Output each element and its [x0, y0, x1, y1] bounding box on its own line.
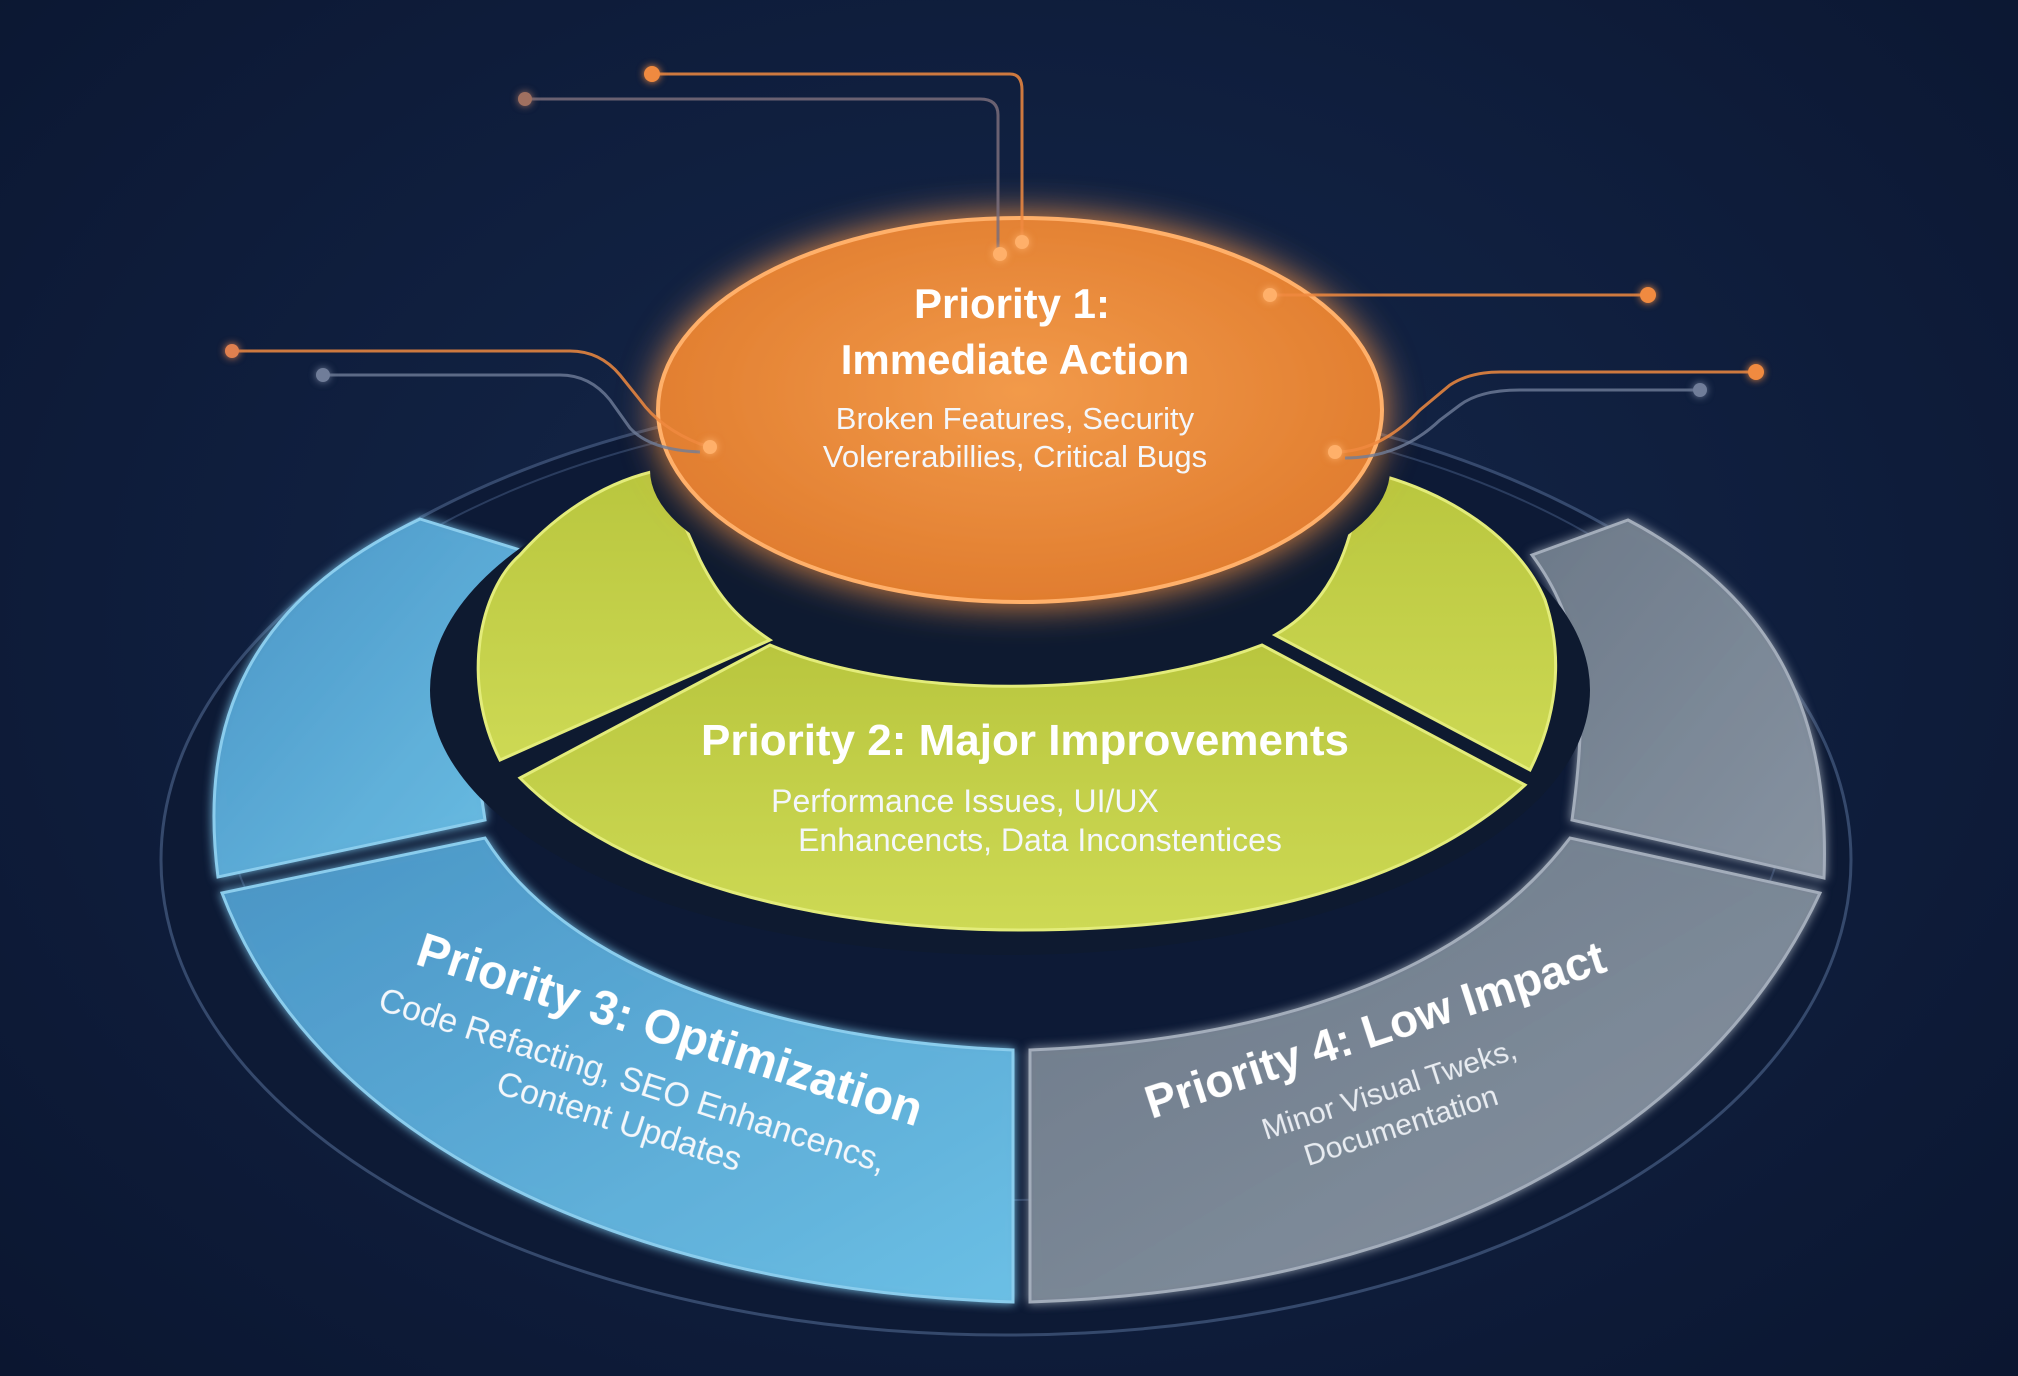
tier-2-right-segment: [1271, 468, 1558, 773]
dot-left-gray-end: [316, 368, 330, 382]
tier-3-main-panel: [219, 836, 1015, 1304]
dot-left-disc: [703, 440, 717, 454]
tier-2-front-segment: [517, 643, 1528, 932]
connector-right-gray: [1344, 388, 1700, 460]
tier-1-desc-line-2: Volererabillies, Critical Bugs: [823, 439, 1207, 474]
dot-top-orange-start: [1015, 235, 1029, 249]
connector-lines: [232, 72, 1756, 460]
dot-top-gray-start: [993, 247, 1007, 261]
tier-4-main-panel: [1028, 836, 1823, 1304]
dot-top-gray-end: [518, 92, 532, 106]
tier-1-title-line-2: Immediate Action: [841, 336, 1190, 383]
connector-left-orange: [232, 349, 711, 448]
tier-1-disc: [656, 216, 1384, 604]
tier-priority-3[interactable]: [212, 517, 1015, 1304]
dot-right-upper-start: [1263, 288, 1277, 302]
tier-2-desc-line-1: Performance Issues, UI/UX: [771, 783, 1159, 819]
tier-2-title: Priority 2: Major Improvements: [701, 716, 1349, 765]
connector-right-orange: [1334, 370, 1756, 454]
tier-priority-4[interactable]: [1028, 518, 1826, 1304]
connector-top-gray: [525, 97, 1000, 252]
connector-dots: [225, 66, 1764, 459]
dot-top-orange-end: [644, 66, 660, 82]
dot-left-orange-end: [225, 344, 239, 358]
dot-right-disc: [1328, 445, 1342, 459]
connector-left-gray: [323, 373, 701, 454]
tier-2-desc-line-2: Enhancencts, Data Inconstentices: [798, 822, 1282, 858]
dot-right-upper-end: [1640, 287, 1656, 303]
tier-priority-1[interactable]: [650, 216, 1390, 610]
tier-1-desc-line-1: Broken Features, Security: [836, 401, 1195, 436]
tier-1-title-line-1: Priority 1:: [914, 280, 1110, 327]
tier-2-left-segment: [476, 468, 774, 762]
connector-top-orange: [652, 72, 1024, 240]
dot-right-gray-end: [1693, 383, 1707, 397]
dot-right-orange-end: [1748, 364, 1764, 380]
